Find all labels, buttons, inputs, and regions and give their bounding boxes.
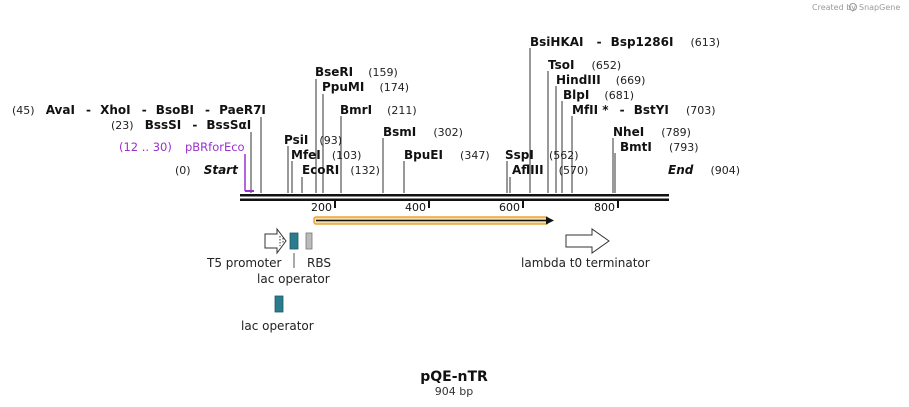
- site-label-hindiii: HindIII (669): [556, 69, 645, 88]
- site-label-mfei: MfeI (103): [291, 144, 361, 163]
- feature-label-t5-promoter: T5 promoter: [206, 256, 282, 270]
- feature-label-lambda-t0-terminator: lambda t0 terminator: [521, 256, 650, 270]
- site-label-avai-group: (45) AvaI - XhoI - BsoBI - PaeR7I: [12, 99, 266, 118]
- feature-label-lac-operator-1: lac operator: [257, 272, 330, 286]
- feature-rbs: [305, 232, 313, 250]
- tick-label-200: 200: [311, 201, 332, 214]
- site-label-ecori: EcoRI (132): [302, 159, 380, 178]
- site-label-baseri: BseRI (159): [315, 61, 398, 80]
- site-label-bsihkai-group: BsiHKAI - Bsp1286I (613): [530, 31, 720, 50]
- credit-prefix: Created by: [812, 3, 856, 12]
- start-marker: (0) Start: [175, 159, 239, 178]
- feature-label-rbs: RBS: [307, 256, 331, 270]
- site-name-bsobi: BsoBI: [156, 103, 194, 117]
- site-label-afliii: AflIII (570): [512, 159, 588, 178]
- sequence-backbone: [240, 194, 669, 201]
- feature-lac-operator-1: [289, 232, 299, 250]
- site-label-blpi: BlpI (681): [563, 84, 634, 103]
- tick-label-800: 800: [594, 201, 615, 214]
- feature-lambda-t0-terminator: [565, 228, 610, 254]
- site-label-psii: PsiI (93): [284, 129, 342, 148]
- site-name-paer7i: PaeR7I: [219, 103, 266, 117]
- site-label-nhei: NheI (789): [613, 121, 691, 140]
- credit-brand: SnapGene: [859, 3, 900, 12]
- site-label-sspi: SspI (562): [505, 144, 579, 163]
- feature-t5-promoter: [264, 227, 287, 255]
- site-pos-bsssi: (23): [111, 119, 134, 132]
- end-marker: End (904): [668, 159, 740, 178]
- tick-label-600: 600: [499, 201, 520, 214]
- snapgene-logo-icon: [849, 3, 857, 11]
- site-name-bsssai: BssSαI: [206, 118, 251, 132]
- site-label-tsoi: TsoI (652): [548, 54, 621, 73]
- primer-mark: [244, 154, 254, 192]
- plasmid-name: pQE-nTR: [420, 369, 488, 385]
- site-name-avai: AvaI: [46, 103, 75, 117]
- plasmid-size: 904 bp: [435, 385, 473, 398]
- site-labels: (45) AvaI - XhoI - BsoBI - PaeR7I (23) B…: [12, 31, 720, 178]
- site-name-xhoi: XhoI: [100, 103, 131, 117]
- axis-ticks: [334, 201, 619, 208]
- site-label-bpuei: BpuEI (347): [404, 144, 490, 163]
- site-label-mfli-group: MfII * - BstYI (703): [572, 99, 716, 118]
- site-label-bsmi: BsmI (302): [383, 121, 463, 140]
- site-label-bmti: BmtI (793): [620, 136, 699, 155]
- site-label-ppumi: PpuMI (174): [322, 76, 409, 95]
- site-label-bsssi-group: (23) BssSI - BssSαI: [111, 114, 251, 133]
- site-leader-lines: [250, 48, 616, 193]
- feature-lac-operator-2: [274, 295, 284, 313]
- orf-arrow: [313, 216, 554, 225]
- site-label-bmri: BmrI (211): [340, 99, 417, 118]
- site-name-bsssi: BssSI: [145, 118, 182, 132]
- primer-label: (12 .. 30) pBRforEco: [119, 136, 245, 155]
- site-pos-avai: (45): [12, 104, 35, 117]
- feature-label-lac-operator-2: lac operator: [241, 319, 314, 333]
- tick-label-400: 400: [405, 201, 426, 214]
